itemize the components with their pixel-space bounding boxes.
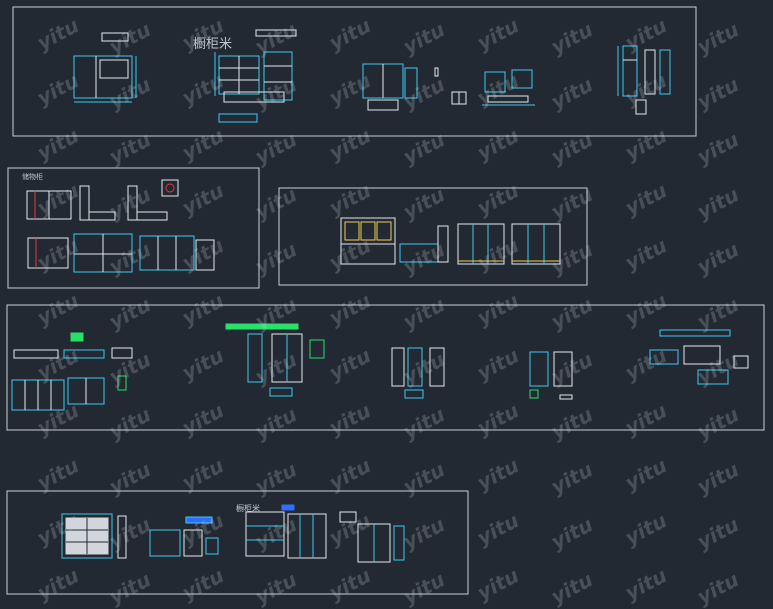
sheet-frame-1 (12, 6, 697, 137)
drawing-title-1: 橱柜米 (193, 37, 233, 52)
sheet2-drawings (26, 179, 215, 273)
drawing-title-2: 储物柜 (22, 173, 43, 181)
sheet-frame-2 (7, 167, 260, 289)
sheet1-drawings (73, 29, 671, 123)
sheet5-drawings (61, 504, 405, 563)
drawing-title-3: 橱柜米 (236, 504, 260, 513)
sheet3-drawings (340, 217, 561, 265)
sheet-frame-5 (6, 490, 469, 595)
sheet-frame-3 (278, 187, 588, 286)
sheet4-drawings (11, 323, 749, 411)
sheet-frame-4 (6, 304, 765, 431)
